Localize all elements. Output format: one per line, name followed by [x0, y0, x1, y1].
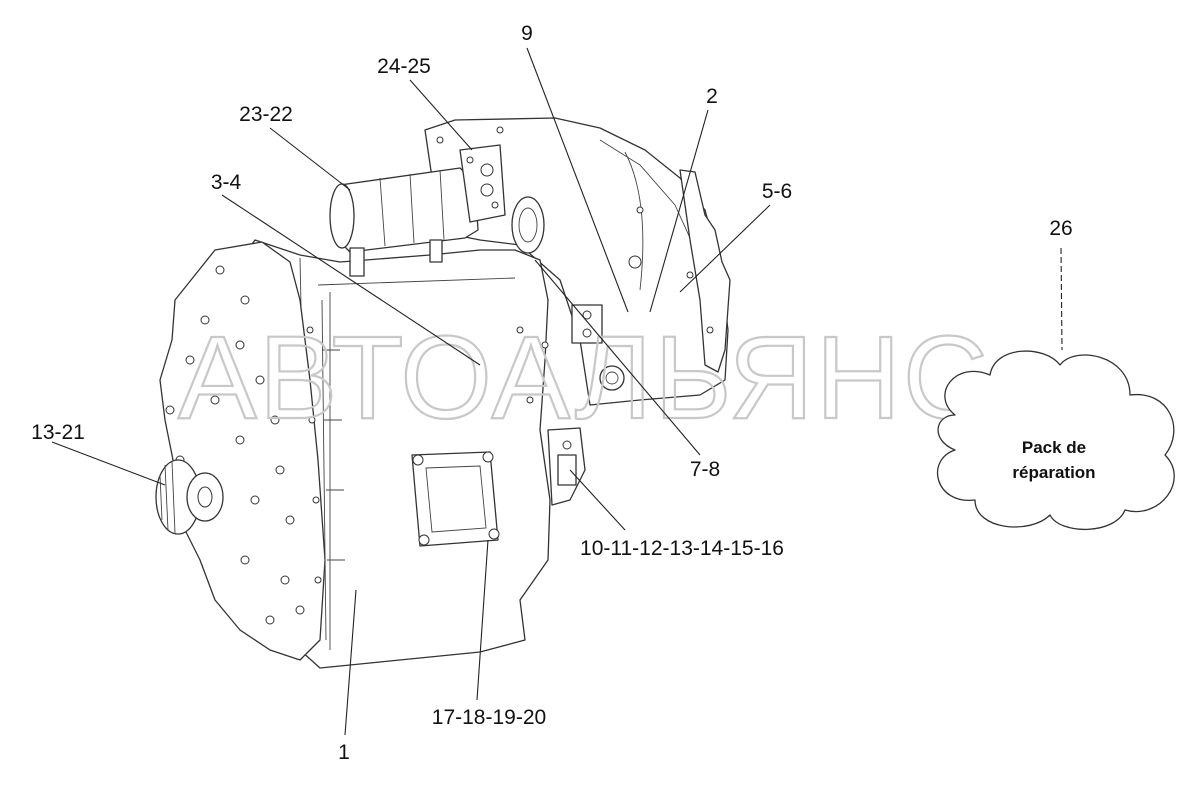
- watermark-text: АВТОАЛЬЯНС: [178, 312, 990, 444]
- callout-9[interactable]: 9: [521, 22, 533, 45]
- drive-flange-drawing: [155, 459, 224, 535]
- callout-7-8[interactable]: 7-8: [690, 458, 720, 481]
- callout-3-4[interactable]: 3-4: [211, 171, 242, 194]
- callout-2[interactable]: 2: [706, 85, 718, 108]
- repair-pack-line2: réparation: [1012, 463, 1095, 482]
- leader-lines: [51, 47, 1063, 736]
- callout-5-6[interactable]: 5-6: [762, 180, 792, 203]
- repair-pack-line1: Pack de: [1022, 438, 1086, 457]
- valve-block-drawing: [459, 144, 506, 223]
- transmission-drawing: [155, 117, 731, 669]
- callout-17-20[interactable]: 17-18-19-20: [432, 706, 546, 729]
- motor-drawing: [329, 167, 479, 277]
- callout-13-21[interactable]: 13-21: [31, 421, 85, 444]
- callout-24-25[interactable]: 24-25: [377, 55, 431, 78]
- callout-23-22[interactable]: 23-22: [239, 103, 293, 126]
- sensor-drawing: [571, 304, 625, 391]
- callout-10-16[interactable]: 10-11-12-13-14-15-16: [580, 537, 784, 560]
- callout-26[interactable]: 26: [1049, 217, 1072, 240]
- gasket-drawing: [411, 451, 500, 547]
- repair-pack-cloud: [937, 350, 1175, 531]
- valve-assembly-drawing: [547, 427, 586, 506]
- callout-1[interactable]: 1: [338, 741, 350, 764]
